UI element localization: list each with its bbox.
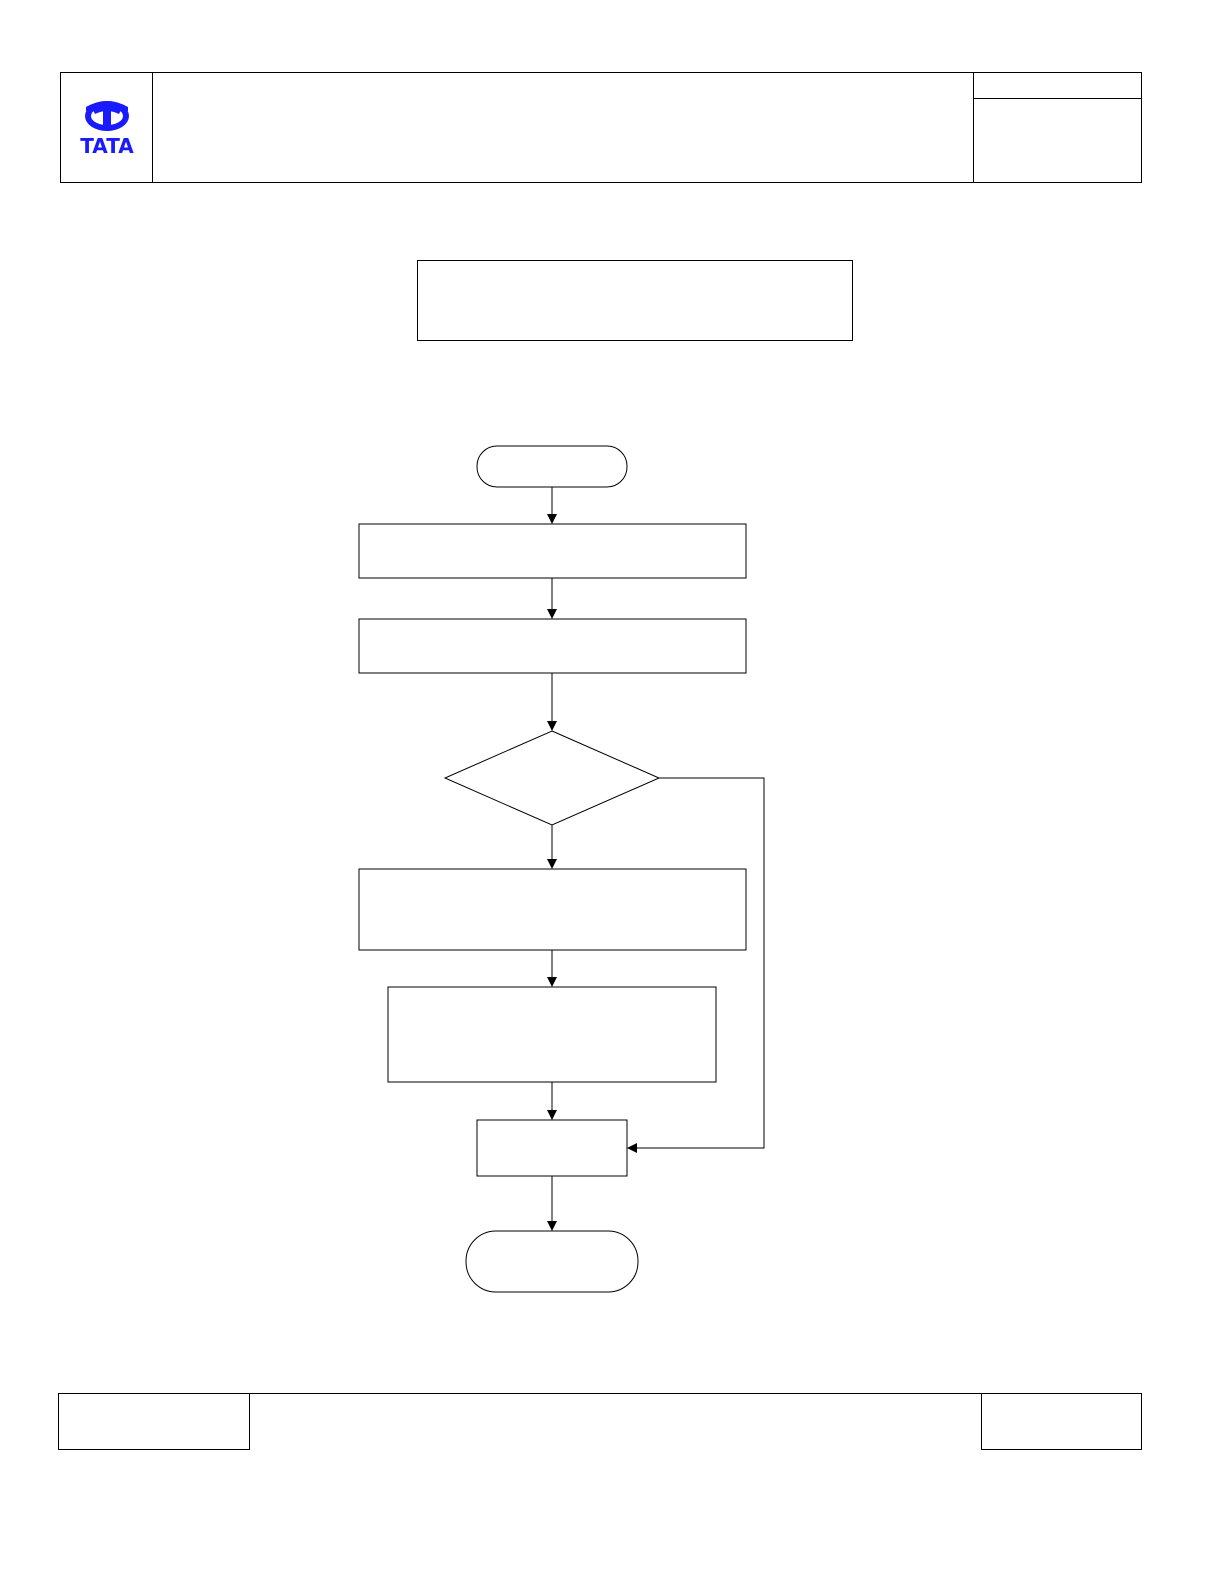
logo-cell: TATA: [61, 73, 153, 182]
connector-decision-bypass: [627, 777, 765, 1153]
decision-diamond: [443, 730, 661, 826]
process-step-4: [387, 986, 717, 1083]
process-step-1: [358, 523, 747, 579]
footer-right: [981, 1393, 1142, 1450]
tata-logo-text: TATA: [80, 134, 134, 158]
header-doc-no: [974, 73, 1141, 99]
header-table: TATA: [60, 72, 1142, 183]
header-title: [153, 73, 974, 182]
process-step-5: [476, 1119, 628, 1177]
footer-line-top: [250, 1393, 981, 1394]
process-step-2: [358, 618, 747, 674]
end-terminator: [465, 1230, 639, 1293]
start-terminator: [476, 445, 628, 488]
process-step-3: [358, 868, 747, 951]
footer-center: [250, 1394, 981, 1449]
flowchart-title-box: [417, 260, 853, 341]
tata-logo-icon: TATA: [80, 101, 134, 158]
footer-left: [58, 1393, 250, 1450]
